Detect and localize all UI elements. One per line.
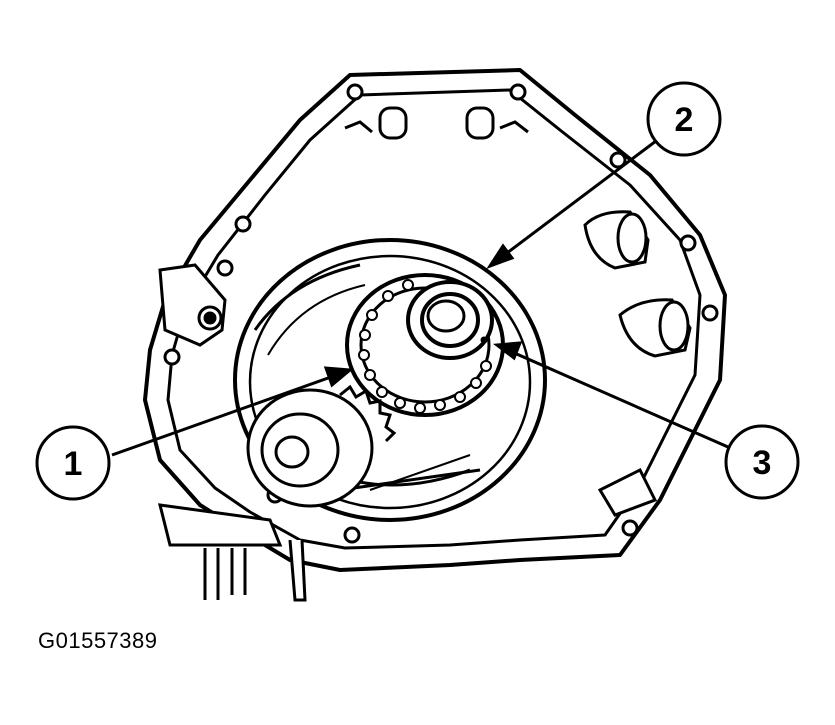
lower-tubes xyxy=(158,503,307,602)
callout-1-label: 1 xyxy=(64,445,83,483)
left-bracket xyxy=(158,263,227,347)
callout-1: 1 xyxy=(35,425,111,501)
callout-2: 2 xyxy=(646,81,722,157)
top-bosses xyxy=(344,106,529,140)
bearing-assembly xyxy=(345,273,505,417)
callout-3-label: 3 xyxy=(753,444,772,482)
lower-gear xyxy=(246,384,397,508)
drum-assembly xyxy=(233,238,547,522)
figure-id: G01557389 xyxy=(38,628,158,653)
bearing-balls xyxy=(358,279,492,414)
callout-2-label: 2 xyxy=(675,101,694,139)
leader-lines xyxy=(111,136,729,457)
callout-3: 3 xyxy=(724,424,800,500)
right-bosses xyxy=(583,210,692,517)
